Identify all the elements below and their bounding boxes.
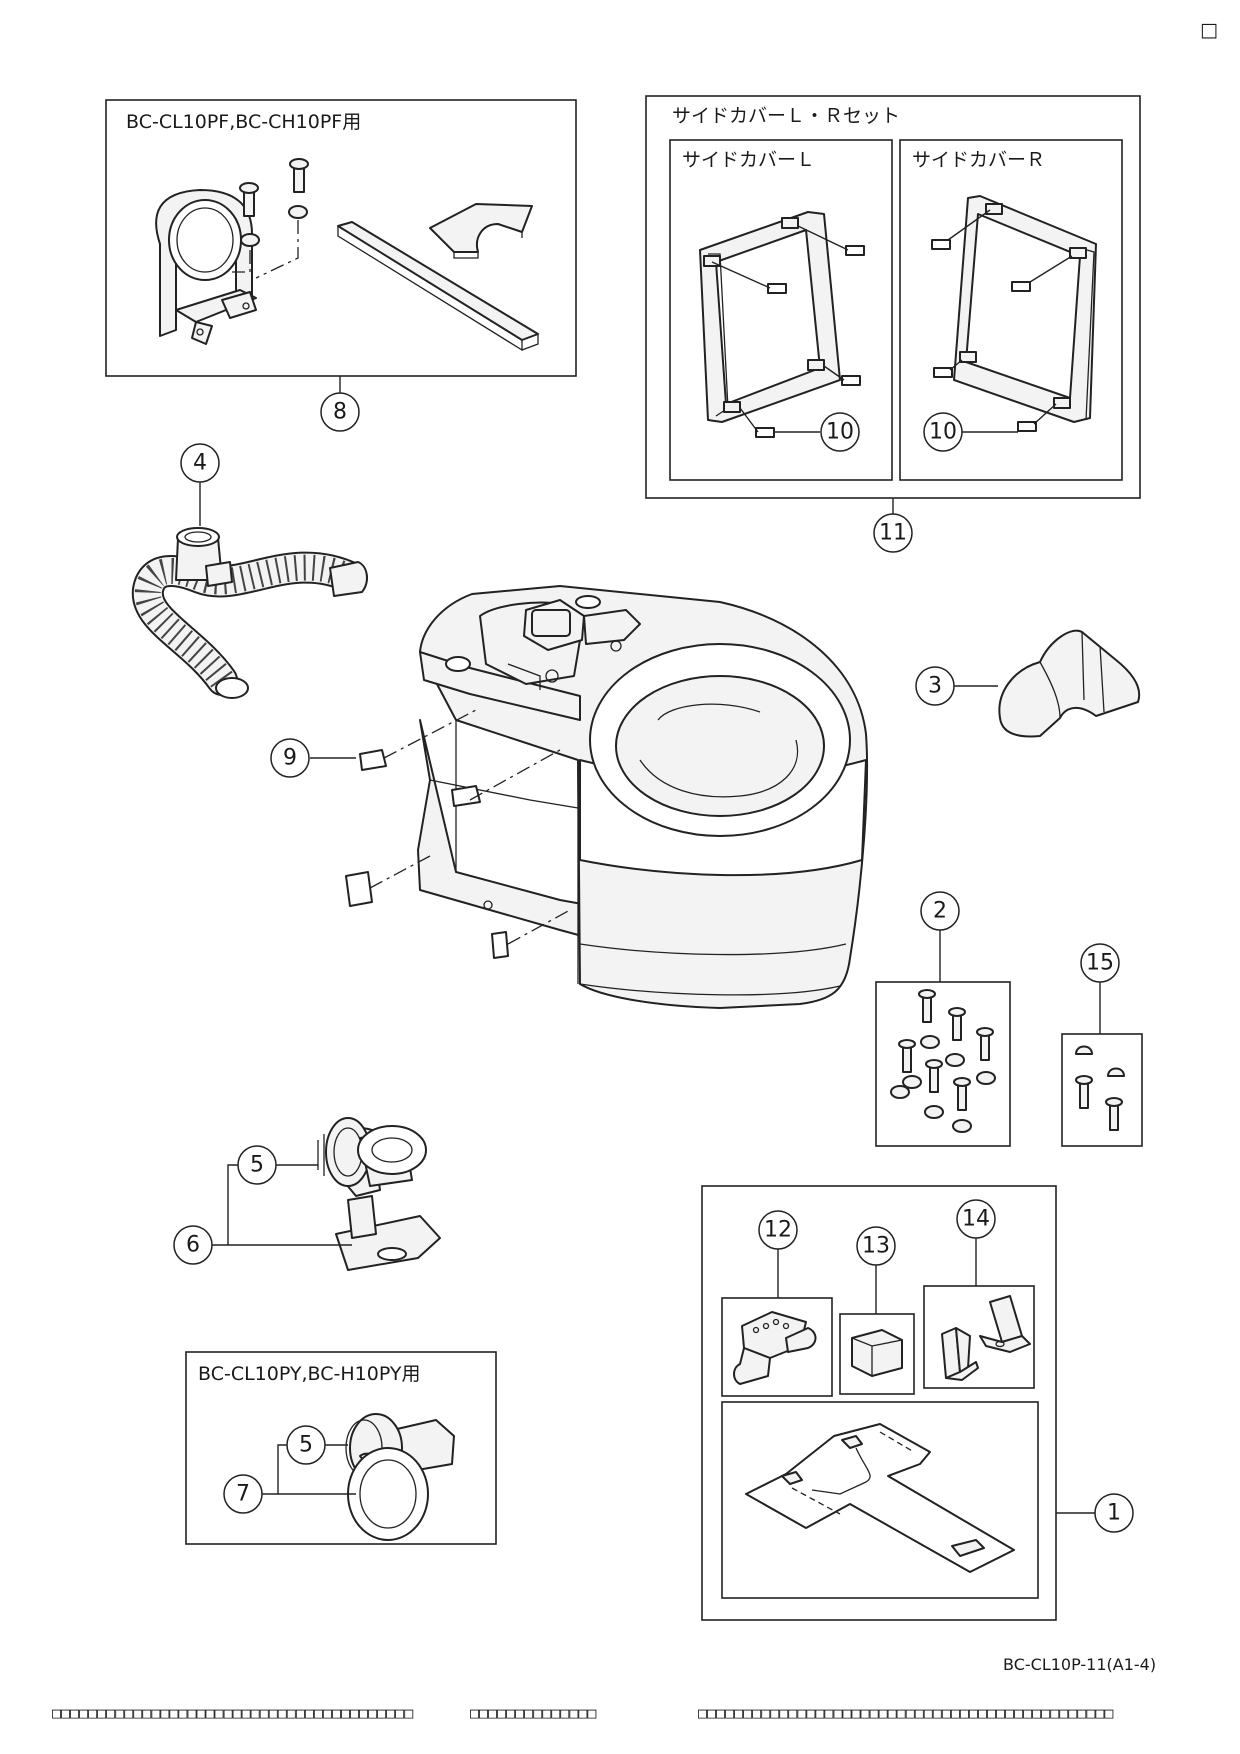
box-2-frame [875, 981, 1011, 1147]
callout-12: 12 [758, 1210, 798, 1250]
svg-text:10: 10 [826, 420, 854, 445]
straight-fitting-drawing [345, 1413, 455, 1541]
svg-text:4: 4 [193, 451, 207, 476]
footer-text-b: □□□□□□□□□□□□□□ [470, 1704, 596, 1722]
svg-text:11: 11 [879, 521, 907, 546]
footer-text-a: □□□□□□□□□□□□□□□□□□□□□□□□□□□□□□□□□□□□□□□□ [52, 1704, 413, 1722]
box-7-title: BC-CL10PY,BC-H10PY用 [198, 1363, 420, 1385]
callout-15: 15 [1080, 943, 1120, 983]
box-11-title: サイドカバーＬ・Ｒセット [672, 105, 900, 127]
ring-bracket-drawing [155, 189, 257, 345]
side-cover-r-label: サイドカバーＲ [912, 149, 1045, 171]
box-14-frame [923, 1285, 1035, 1389]
svg-text:3: 3 [928, 674, 942, 699]
angle-bracket-drawing [941, 1295, 1031, 1381]
box-8-title: BC-CL10PF,BC-CH10PF用 [126, 111, 361, 133]
pads-drawing [345, 709, 571, 959]
box-11-group: サイドカバーＬ・Ｒセット サイドカバーＬ サイドカバーＲ [645, 95, 1141, 499]
svg-text:9: 9 [283, 746, 297, 771]
drain-hose-drawing [131, 527, 368, 699]
callout-6-lead [212, 1164, 238, 1246]
callout-11: 11 [873, 513, 913, 553]
corner-mark: □ [1200, 19, 1218, 41]
svg-text:6: 6 [186, 1233, 200, 1258]
svg-text:13: 13 [862, 1234, 890, 1259]
callout-13: 13 [856, 1226, 896, 1266]
callout-5-lower: 5 [286, 1425, 326, 1465]
callout-14: 14 [956, 1199, 996, 1239]
connector-bracket-drawing [733, 1311, 817, 1385]
svg-text:5: 5 [250, 1153, 264, 1178]
callout-3: 3 [915, 666, 955, 706]
svg-text:8: 8 [333, 400, 347, 425]
box-8-group: BC-CL10PF,BC-CH10PF用 [105, 99, 577, 377]
side-cover-r-frame [899, 139, 1123, 481]
side-cover-l-drawing [699, 211, 865, 438]
sheet-frame [721, 1401, 1039, 1599]
document-code: BC-CL10P-11(A1-4) [1003, 1655, 1156, 1674]
box-15-frame [1061, 1033, 1143, 1147]
callout-4: 4 [180, 443, 220, 483]
callout-10-left: 10 [820, 412, 860, 452]
svg-text:2: 2 [933, 899, 947, 924]
callout-6: 6 [173, 1225, 213, 1265]
box-1-frame [701, 1185, 1057, 1621]
svg-text:5: 5 [299, 1433, 313, 1458]
box-13-frame [839, 1313, 915, 1395]
sensor-sheet-drawing [745, 1423, 1015, 1573]
callout-8: 8 [320, 392, 360, 432]
screw-guide-line [255, 220, 299, 279]
svg-text:1: 1 [1107, 1501, 1121, 1526]
callout-5-upper: 5 [237, 1145, 277, 1185]
side-cover-r-drawing [931, 195, 1097, 432]
toilet-body-drawing [417, 585, 869, 1009]
svg-text:10: 10 [929, 420, 957, 445]
screw-set-drawing [890, 989, 996, 1133]
rail-drawing [337, 221, 539, 341]
svg-text:14: 14 [962, 1207, 990, 1232]
callout-9: 9 [270, 738, 310, 778]
part-3-drawing [998, 629, 1141, 738]
box-12-frame [721, 1297, 833, 1397]
side-cover-l-frame [669, 139, 893, 481]
callout-7: 7 [223, 1474, 263, 1514]
callout-1: 1 [1094, 1493, 1134, 1533]
screw-drawing [239, 158, 309, 247]
cap-screw-drawing [1075, 1045, 1125, 1131]
callout-2: 2 [920, 891, 960, 931]
svg-text:15: 15 [1086, 951, 1114, 976]
svg-text:12: 12 [764, 1218, 792, 1243]
box-7-frame [185, 1351, 497, 1545]
plate-drawing [429, 203, 533, 253]
side-cover-l-label: サイドカバーＬ [682, 149, 815, 171]
callout-7-lead [262, 1444, 287, 1495]
callout-10-right: 10 [923, 412, 963, 452]
block-pad-drawing [851, 1329, 903, 1377]
screw-guide-line [232, 250, 251, 273]
footer-text-c: □□□□□□□□□□□□□□□□□□□□□□□□□□□□□□□□□□□□□□□□… [698, 1704, 1113, 1722]
svg-text:7: 7 [236, 1482, 250, 1507]
elbow-fitting-drawing [317, 1117, 441, 1271]
box-8-frame [105, 99, 577, 377]
